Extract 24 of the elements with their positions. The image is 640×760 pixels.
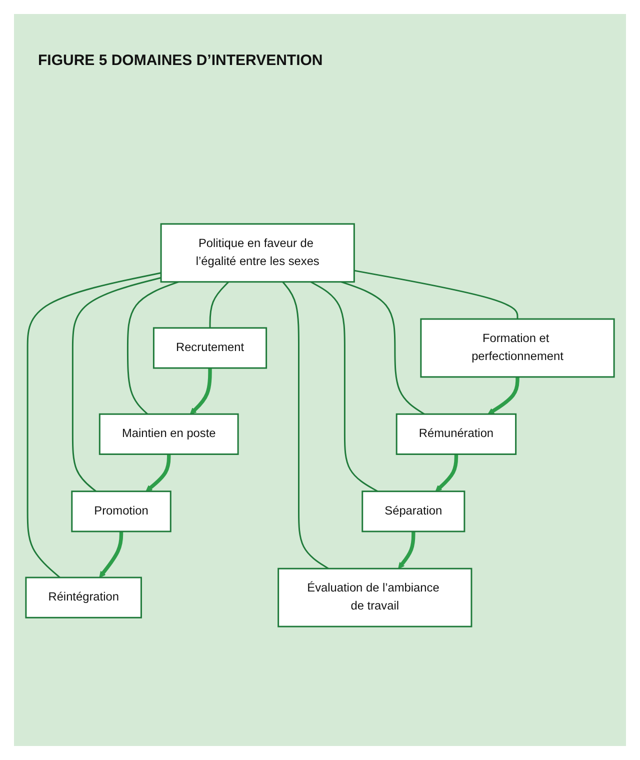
node-box: Séparation (362, 490, 466, 532)
node-box: Politique en faveur de l’égalité entre les sexes (160, 222, 355, 282)
node-box: Recrutement (152, 326, 268, 369)
node-box: Formation et perfectionnement (420, 318, 615, 378)
connector (341, 280, 425, 414)
connector (209, 281, 230, 328)
node-box: Réintégration (25, 576, 142, 618)
arrow (435, 454, 458, 492)
connector (354, 270, 518, 319)
connector (126, 280, 179, 414)
node-box: Maintien en poste (98, 413, 239, 455)
connector (26, 272, 162, 578)
connector (310, 280, 378, 492)
connector (72, 276, 162, 492)
connector (282, 281, 329, 569)
arrow (190, 368, 212, 414)
arrow (488, 376, 520, 414)
arrow (146, 454, 171, 492)
arrow (99, 531, 124, 578)
node-box: Promotion (71, 490, 172, 532)
node-box: Rémunération (396, 413, 517, 455)
figure-title: FIGURE 5 DOMAINES D’INTERVENTION (38, 52, 324, 69)
node-box: Évaluation de l’ambiance de travail (278, 568, 472, 628)
arrow (398, 531, 416, 569)
